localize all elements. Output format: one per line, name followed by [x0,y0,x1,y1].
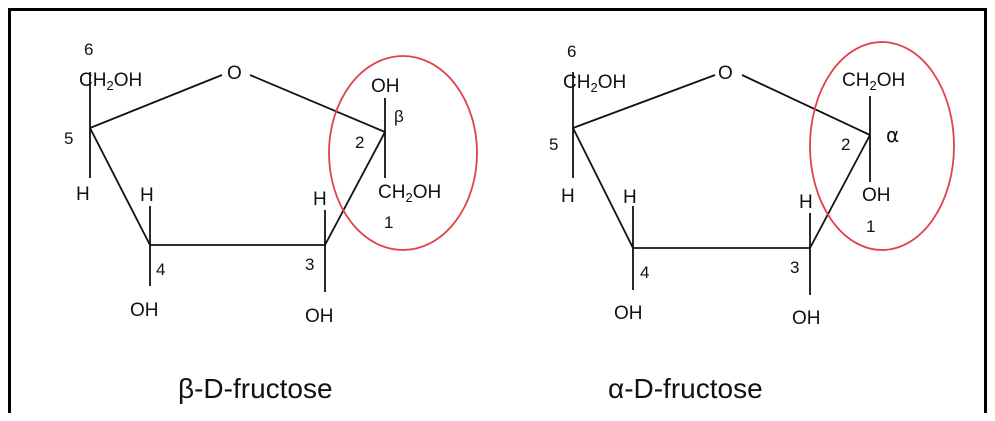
alpha-c4-number: 4 [640,263,649,282]
alpha-c3-h-label: H [799,192,813,213]
alpha-c5-h-label: H [561,186,575,207]
alpha-c1-number: 1 [866,217,875,236]
alpha-bond-o-c5 [572,74,716,129]
alpha-bond-c3-c2 [809,134,871,249]
beta-c2-oh-label: OH [371,76,400,97]
beta-c6-number: 6 [84,40,93,59]
beta-bond-c5-c4 [89,127,151,246]
beta-c4-number: 4 [156,260,165,279]
figure-frame [8,8,987,413]
beta-anomeric-highlight [328,55,478,251]
beta-c4-oh-label: OH [130,300,159,321]
beta-c3-number: 3 [305,255,314,274]
beta-bond-o-c2 [249,74,386,133]
beta-c2-number: 2 [355,133,364,152]
beta-anomer-symbol: β [394,107,404,126]
beta-c5-h-label: H [76,184,90,205]
beta-c3-oh-label: OH [305,306,334,327]
alpha-c2-ch2oh-label: CH2OH [842,70,905,93]
alpha-c5-number: 5 [549,135,558,154]
alpha-caption: α-D-fructose [608,373,763,404]
beta-ring-oxygen-label: O [227,63,242,84]
beta-caption: β-D-fructose [178,373,333,404]
beta-c6-group-label: CH2OH [79,70,142,93]
beta-c4-h-label: H [140,185,154,206]
alpha-c2-oh-label: OH [862,185,891,206]
alpha-fructose-structure: O 6 CH2OH 5 H H 4 OH H 3 OH 2 CH2OH α OH… [549,41,955,404]
beta-fructose-structure: O 6 CH2OH 5 H H 4 OH H 3 OH 2 OH β CH2OH… [64,40,478,404]
alpha-c6-number: 6 [567,42,576,61]
alpha-bond-o-c2 [741,74,871,136]
alpha-c6-group-label: CH2OH [563,72,626,95]
alpha-anomer-symbol: α [886,123,899,147]
beta-c5-number: 5 [64,129,73,148]
beta-bond-o-c5 [89,74,223,129]
alpha-c4-oh-label: OH [614,303,643,324]
beta-c3-h-label: H [313,189,327,210]
alpha-anomeric-highlight [809,41,955,251]
beta-c1-group-label: CH2OH [378,182,441,205]
alpha-c3-number: 3 [790,258,799,277]
alpha-ring-oxygen-label: O [718,63,733,84]
alpha-c4-h-label: H [623,187,637,208]
alpha-bond-c5-c4 [572,127,634,249]
alpha-c2-number: 2 [841,135,850,154]
beta-bond-c3-c2 [324,131,386,246]
alpha-c3-oh-label: OH [792,308,821,329]
beta-c1-number: 1 [384,213,393,232]
